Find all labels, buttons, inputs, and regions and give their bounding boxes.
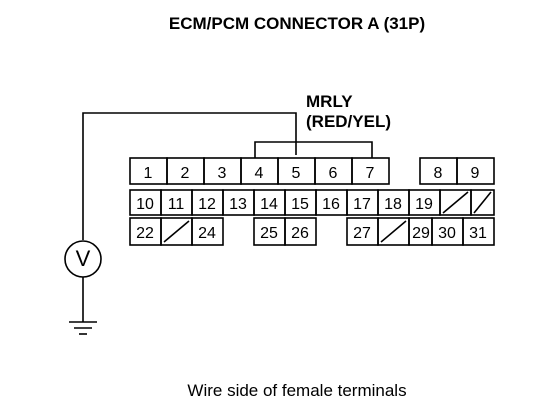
pin-label: 14: [260, 196, 278, 213]
pin-label: 19: [415, 196, 433, 213]
pin-label: 13: [229, 196, 247, 213]
pin-label: 29: [412, 225, 430, 242]
wire-terminal-label: MRLY: [306, 92, 353, 111]
pin-label: 10: [136, 196, 154, 213]
pin-label: 25: [260, 225, 278, 242]
pin-label: 24: [198, 225, 216, 242]
pin-label: 15: [291, 196, 309, 213]
pin-label: 18: [384, 196, 402, 213]
pin-label: 7: [366, 165, 375, 182]
pin-cell-9: [456, 157, 495, 185]
pin-cell-21-blank: [470, 189, 495, 216]
pin-cell-26: [284, 217, 317, 246]
pin-cell-7: [351, 157, 390, 185]
connector-title: ECM/PCM CONNECTOR A (31P): [168, 14, 426, 33]
pin-label: 27: [353, 225, 371, 242]
pin-label: 1: [144, 165, 153, 182]
pin-label: 2: [181, 165, 190, 182]
voltmeter: [64, 240, 102, 335]
pin-label: 3: [218, 165, 227, 182]
pin-label: 22: [136, 225, 154, 242]
voltmeter-symbol: V: [76, 246, 91, 271]
connector-caption: Wire side of female terminals: [187, 381, 407, 400]
probe-wire: [82, 112, 297, 240]
pin-cell-24: [191, 217, 224, 246]
pin-label: 17: [353, 196, 371, 213]
pin-label: 31: [469, 225, 487, 242]
pin-label: 11: [168, 196, 185, 213]
pin-cell-31: [462, 217, 495, 246]
pin-label: 26: [291, 225, 309, 242]
pin-label: 9: [471, 165, 480, 182]
pin-label: 6: [329, 165, 338, 182]
pin-label: 8: [434, 165, 443, 182]
pin-label: 5: [292, 165, 301, 182]
pin-label: 12: [198, 196, 216, 213]
pin-label: 4: [255, 165, 264, 182]
pin-label: 30: [438, 225, 456, 242]
pin-label: 16: [322, 196, 340, 213]
connector-latch: [254, 141, 373, 158]
wire-color-label: (RED/YEL): [306, 112, 391, 131]
